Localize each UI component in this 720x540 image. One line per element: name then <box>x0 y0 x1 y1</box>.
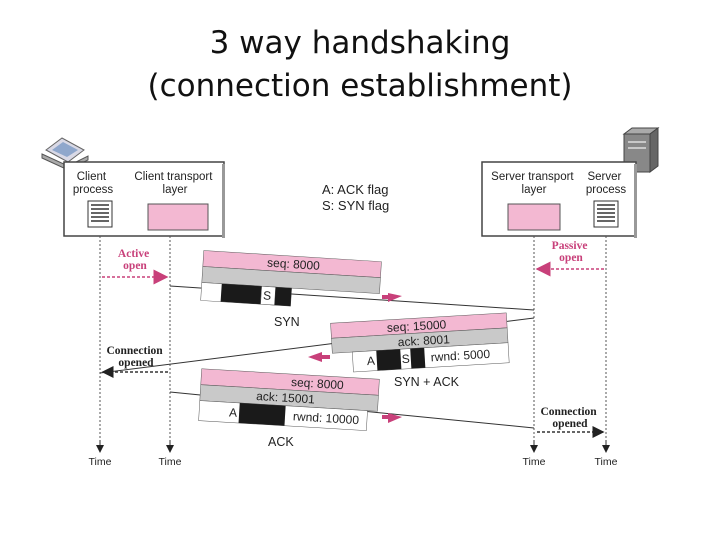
document-icon <box>593 200 619 228</box>
server-process-label: Server process <box>586 171 627 196</box>
client-transport-label: Client transport layer <box>134 171 215 196</box>
document-icon <box>87 200 113 228</box>
syn-ack-flag-a: A <box>366 354 375 368</box>
legend-syn-flag: S: SYN flag <box>322 198 389 213</box>
passive-open-label: Passive open <box>552 240 591 264</box>
syn-ack-label: SYN + ACK <box>394 375 460 389</box>
server-buffer <box>507 203 561 231</box>
time-label-client-process: Time <box>89 456 112 468</box>
ack-arrow-icon <box>388 413 402 423</box>
syn-arrow-icon <box>388 293 402 302</box>
ack-rwnd: rwnd: 10000 <box>293 409 360 427</box>
ack-flag-a: A <box>229 405 238 419</box>
syn-ack-segment: seq: 15000 ack: 8001 A S rwnd: 5000 <box>330 312 510 373</box>
legend-ack-flag: A: ACK flag <box>322 182 388 197</box>
syn-ack-rwnd: rwnd: 5000 <box>430 347 490 365</box>
syn-flag-s: S <box>263 288 272 302</box>
syn-ack-seq: seq: 15000 <box>387 317 447 335</box>
title-line-1: 3 way handshaking <box>209 25 511 61</box>
title-line-2: (connection establishment) <box>147 68 573 104</box>
syn-segment: seq: 8000 S <box>200 250 382 307</box>
syn-ack-arrow-icon <box>308 352 322 362</box>
time-label-server-transport: Time <box>523 456 546 468</box>
client-process-label: Client process <box>73 171 114 196</box>
syn-ack-flag-s: S <box>401 352 410 366</box>
ack-label: ACK <box>268 435 294 449</box>
slide-title: 3 way handshaking (connection establishm… <box>0 22 720 108</box>
syn-seq: seq: 8000 <box>267 256 321 273</box>
time-label-client-transport: Time <box>159 456 182 468</box>
server-transport-label: Server transport layer <box>491 171 577 196</box>
client-buffer <box>147 203 209 231</box>
client-connection-opened-label: Connection opened <box>106 345 165 369</box>
time-arrows <box>96 440 610 453</box>
active-open-label: Active open <box>118 248 152 272</box>
syn-ack-ack: ack: 8001 <box>397 332 450 349</box>
ack-ack: ack: 15001 <box>256 389 316 406</box>
ack-seq: seq: 8000 <box>291 375 345 392</box>
server-connection-opened-label: Connection opened <box>540 406 599 430</box>
syn-label: SYN <box>274 315 300 329</box>
time-label-server-process: Time <box>595 456 618 468</box>
ack-segment: seq: 8000 ack: 15001 A rwnd: 10000 <box>198 368 380 431</box>
